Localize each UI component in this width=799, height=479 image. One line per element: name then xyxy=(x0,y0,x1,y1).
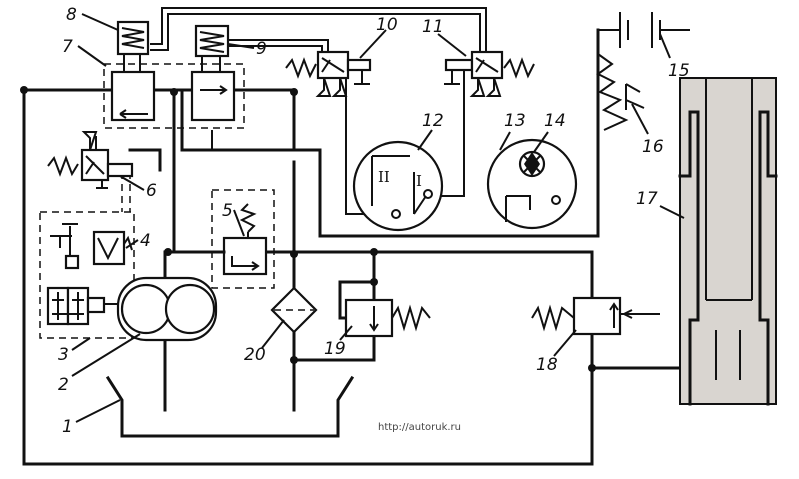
battery-15 xyxy=(598,12,690,48)
valve-7 xyxy=(110,70,236,122)
valve-9 xyxy=(194,24,230,72)
label-14: 14 xyxy=(544,111,566,131)
gauge-mark-i: I xyxy=(416,172,422,190)
label-4: 4 xyxy=(140,231,151,251)
label-15: 15 xyxy=(668,61,690,81)
label-3: 3 xyxy=(58,345,69,365)
tank xyxy=(105,375,355,438)
label-13: 13 xyxy=(504,111,526,131)
gauge-12 xyxy=(352,140,444,232)
label-12: 12 xyxy=(422,111,444,131)
gauge-mark-ii: II xyxy=(378,168,390,186)
junction-dots xyxy=(20,86,596,372)
label-2: 2 xyxy=(58,375,69,395)
label-17: 17 xyxy=(636,189,658,209)
label-11: 11 xyxy=(422,17,444,37)
label-10: 10 xyxy=(376,15,398,35)
switch-16 xyxy=(596,53,645,131)
label-18: 18 xyxy=(536,355,558,375)
callout-labels: 8 7 9 10 11 12 13 14 15 16 17 6 5 4 3 2 … xyxy=(58,5,690,437)
dashed-groups xyxy=(39,63,275,339)
valve-10 xyxy=(285,50,372,97)
label-6: 6 xyxy=(146,181,157,201)
valve-4 xyxy=(50,223,133,270)
watermark-url: http://autoruk.ru xyxy=(378,422,461,433)
valve-11 xyxy=(444,50,535,97)
label-16: 16 xyxy=(642,137,664,157)
label-7: 7 xyxy=(62,37,73,57)
label-19: 19 xyxy=(324,339,346,359)
leader-lines xyxy=(71,13,685,423)
valve-18 xyxy=(531,296,660,336)
label-8: 8 xyxy=(66,5,77,25)
control-lines xyxy=(150,7,487,52)
label-5: 5 xyxy=(222,201,233,221)
valve-6 xyxy=(47,131,134,189)
selector-valve xyxy=(46,286,118,326)
label-20: 20 xyxy=(244,345,266,365)
telescopic-cylinder xyxy=(678,77,778,406)
valve-19 xyxy=(344,298,431,338)
label-9: 9 xyxy=(256,39,267,59)
gauge-marks: II I xyxy=(378,168,422,190)
valve-5 xyxy=(166,203,268,276)
valve-8 xyxy=(116,20,150,72)
label-1: 1 xyxy=(62,417,73,437)
gear-pump xyxy=(116,276,218,342)
gauge-13 xyxy=(486,138,578,230)
